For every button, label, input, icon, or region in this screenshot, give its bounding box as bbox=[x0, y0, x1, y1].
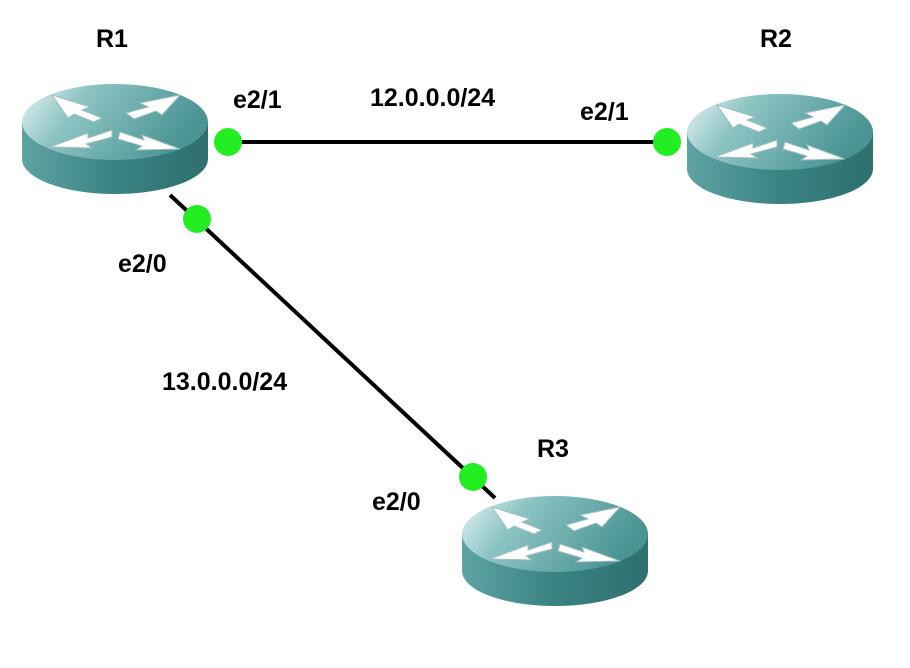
interface-label-r1-e2-1: e2/1 bbox=[233, 86, 282, 114]
interface-dot-r3-e2-0[interactable] bbox=[459, 463, 487, 491]
network-label-r1-r3: 13.0.0.0/24 bbox=[162, 368, 288, 396]
router-icon-r1[interactable] bbox=[21, 83, 209, 195]
link-r1-r3 bbox=[168, 193, 497, 500]
network-label-r1-r2: 12.0.0.0/24 bbox=[370, 84, 496, 112]
interface-label-r3-e2-0: e2/0 bbox=[372, 488, 421, 516]
interface-dot-r1-e2-0[interactable] bbox=[183, 205, 211, 233]
interface-dot-r2-e2-1[interactable] bbox=[653, 128, 681, 156]
router-label-r1: R1 bbox=[96, 25, 128, 53]
interface-label-r2-e2-1: e2/1 bbox=[580, 98, 629, 126]
interface-label-r1-e2-0: e2/0 bbox=[118, 250, 167, 278]
routers-layer bbox=[21, 83, 874, 607]
links-layer bbox=[168, 140, 667, 500]
interface-dot-r1-e2-1[interactable] bbox=[214, 128, 242, 156]
router-label-r2: R2 bbox=[760, 25, 792, 53]
router-icon-r2[interactable] bbox=[686, 93, 874, 205]
router-icon-r3[interactable] bbox=[461, 495, 649, 607]
interface-dots-layer bbox=[183, 128, 681, 491]
router-label-r3: R3 bbox=[537, 435, 569, 463]
